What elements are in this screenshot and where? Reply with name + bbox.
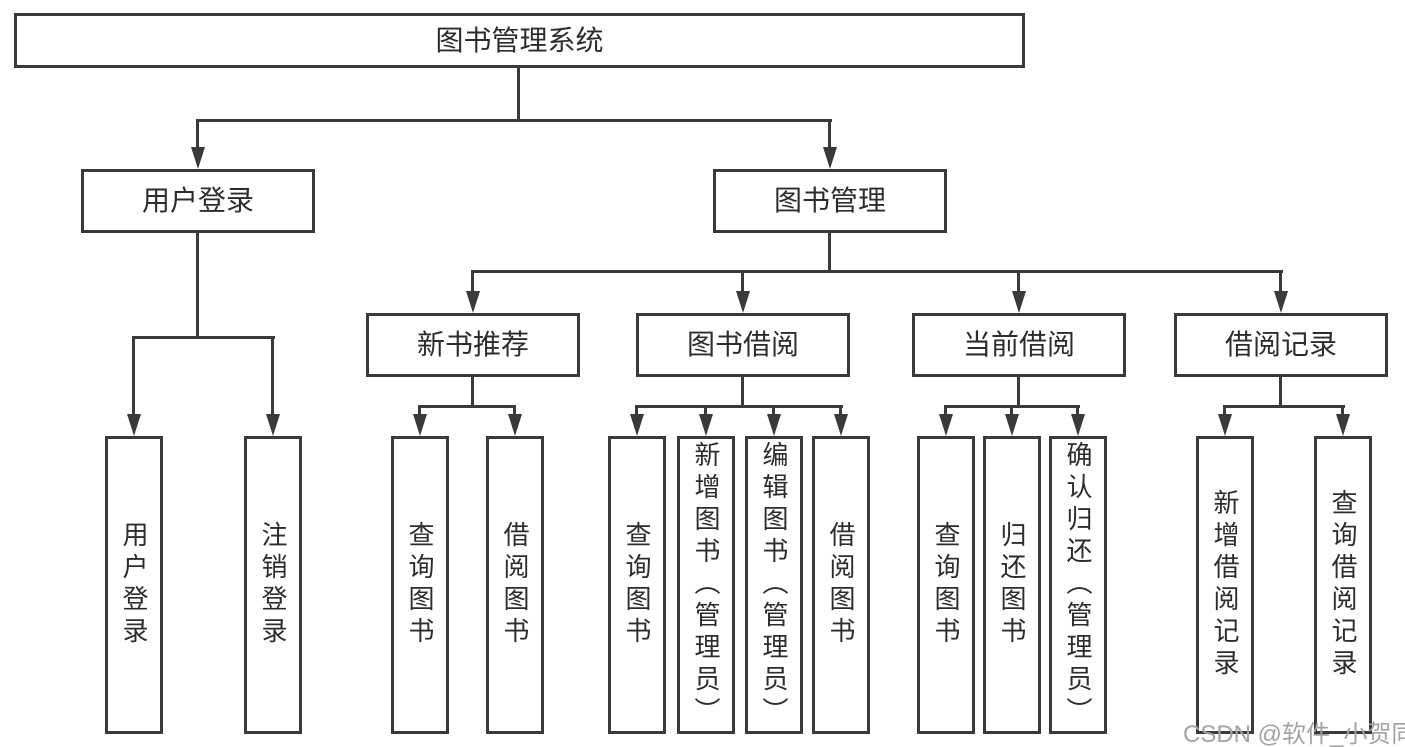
leaf-query-books-current: 查询图书 — [917, 436, 975, 734]
arrowhead-down-icon — [834, 414, 848, 436]
leaf-add-books-admin-label: 新增图书（管理员） — [691, 441, 721, 729]
node-new-book-recommendation-label: 新书推荐 — [416, 329, 529, 360]
arrowhead-down-icon — [630, 414, 644, 436]
arrowhead-down-icon — [266, 414, 280, 436]
arrowhead-down-icon — [1071, 414, 1085, 436]
node-current-borrowing-label: 当前借阅 — [962, 329, 1075, 360]
connector-book-borrowing-drop-3 — [772, 406, 775, 417]
connector-user-login-stem — [196, 233, 199, 338]
leaf-logout-label: 注销登录 — [258, 521, 288, 649]
connector-book-management-drop-2 — [741, 271, 744, 294]
leaf-confirm-return-admin: 确认归还（管理员） — [1049, 436, 1107, 734]
node-book-borrowing: 图书借阅 — [636, 313, 850, 377]
leaf-confirm-return-admin-label: 确认归还（管理员） — [1063, 441, 1093, 729]
leaf-query-books-recommend: 查询图书 — [391, 436, 449, 734]
node-borrowing-records: 借阅记录 — [1174, 313, 1388, 377]
connector-root-drop-left — [196, 120, 199, 150]
connector-book-borrowing-drop-2 — [704, 406, 707, 417]
connector-root-rail — [196, 119, 832, 122]
connector-book-management-drop-4 — [1279, 271, 1282, 294]
leaf-borrow-books-borrowing: 借阅图书 — [812, 436, 870, 734]
leaf-query-books-current-label: 查询图书 — [931, 521, 961, 649]
connector-new-book-stem — [471, 377, 474, 408]
leaf-return-books: 归还图书 — [983, 436, 1041, 734]
csdn-watermark: CSDN @软件_小贺同学 — [1183, 721, 1405, 747]
arrowhead-down-icon — [823, 147, 837, 169]
node-book-management-label: 图书管理 — [773, 185, 886, 216]
arrowhead-down-icon — [1012, 291, 1026, 313]
node-new-book-recommendation: 新书推荐 — [366, 313, 580, 377]
connector-book-management-drop-3 — [1017, 271, 1020, 294]
leaf-return-books-label: 归还图书 — [997, 521, 1027, 649]
connector-book-borrowing-drop-4 — [839, 406, 842, 417]
leaf-query-books-borrowing-label: 查询图书 — [622, 521, 652, 649]
leaf-query-borrow-record: 查询借阅记录 — [1314, 436, 1372, 734]
arrowhead-down-icon — [1005, 414, 1019, 436]
arrowhead-down-icon — [736, 291, 750, 313]
leaf-borrow-books-recommend-label: 借阅图书 — [500, 521, 530, 649]
leaf-borrow-books-borrowing-label: 借阅图书 — [826, 521, 856, 649]
connector-book-borrowing-stem — [741, 377, 744, 408]
connector-current-borrowing-drop-2 — [1010, 406, 1013, 417]
leaf-edit-books-admin-label: 编辑图书（管理员） — [759, 441, 789, 729]
node-user-login-label: 用户登录 — [141, 185, 254, 216]
arrowhead-down-icon — [127, 414, 141, 436]
leaf-query-books-recommend-label: 查询图书 — [405, 521, 435, 649]
arrowhead-down-icon — [767, 414, 781, 436]
connector-book-management-drop-1 — [471, 271, 474, 294]
node-system-root: 图书管理系统 — [14, 13, 1025, 68]
arrowhead-down-icon — [413, 414, 427, 436]
connector-user-login-drop-1 — [132, 337, 135, 417]
leaf-user-login-label: 用户登录 — [119, 521, 149, 649]
connector-new-book-drop-1 — [418, 406, 421, 417]
node-book-management: 图书管理 — [713, 169, 947, 233]
arrowhead-down-icon — [1336, 414, 1350, 436]
connector-book-management-stem — [828, 233, 831, 273]
node-current-borrowing: 当前借阅 — [912, 313, 1126, 377]
node-borrowing-records-label: 借阅记录 — [1224, 329, 1337, 360]
connector-current-borrowing-drop-3 — [1076, 406, 1079, 417]
connector-borrowing-records-drop-2 — [1341, 406, 1344, 417]
arrowhead-down-icon — [191, 147, 205, 169]
connector-borrowing-records-rail — [1223, 405, 1345, 408]
node-book-borrowing-label: 图书借阅 — [686, 329, 799, 360]
connector-book-borrowing-rail — [635, 405, 843, 408]
arrowhead-down-icon — [1218, 414, 1232, 436]
node-system-root-label: 图书管理系统 — [435, 24, 604, 56]
connector-user-login-drop-2 — [271, 337, 274, 417]
arrowhead-down-icon — [508, 414, 522, 436]
leaf-logout: 注销登录 — [244, 436, 302, 734]
connector-current-borrowing-stem — [1017, 377, 1020, 408]
connector-current-borrowing-drop-1 — [944, 406, 947, 417]
arrowhead-down-icon — [699, 414, 713, 436]
arrowhead-down-icon — [939, 414, 953, 436]
leaf-add-borrow-record: 新增借阅记录 — [1196, 436, 1254, 734]
leaf-query-books-borrowing: 查询图书 — [608, 436, 666, 734]
leaf-add-books-admin: 新增图书（管理员） — [677, 436, 735, 734]
connector-user-login-rail — [132, 336, 275, 339]
leaf-borrow-books-recommend: 借阅图书 — [486, 436, 544, 734]
connector-borrowing-records-stem — [1279, 377, 1282, 408]
connector-book-management-rail — [471, 270, 1283, 273]
leaf-user-login: 用户登录 — [105, 436, 163, 734]
leaf-edit-books-admin: 编辑图书（管理员） — [745, 436, 803, 734]
leaf-query-borrow-record-label: 查询借阅记录 — [1328, 489, 1358, 681]
connector-new-book-rail — [418, 405, 516, 408]
arrowhead-down-icon — [466, 291, 480, 313]
connector-borrowing-records-drop-1 — [1223, 406, 1226, 417]
connector-book-borrowing-drop-1 — [635, 406, 638, 417]
node-user-login: 用户登录 — [81, 169, 315, 233]
connector-new-book-drop-2 — [513, 406, 516, 417]
connector-root-drop-right — [828, 120, 831, 150]
connector-root-stem — [517, 68, 520, 121]
arrowhead-down-icon — [1274, 291, 1288, 313]
leaf-add-borrow-record-label: 新增借阅记录 — [1210, 489, 1240, 681]
